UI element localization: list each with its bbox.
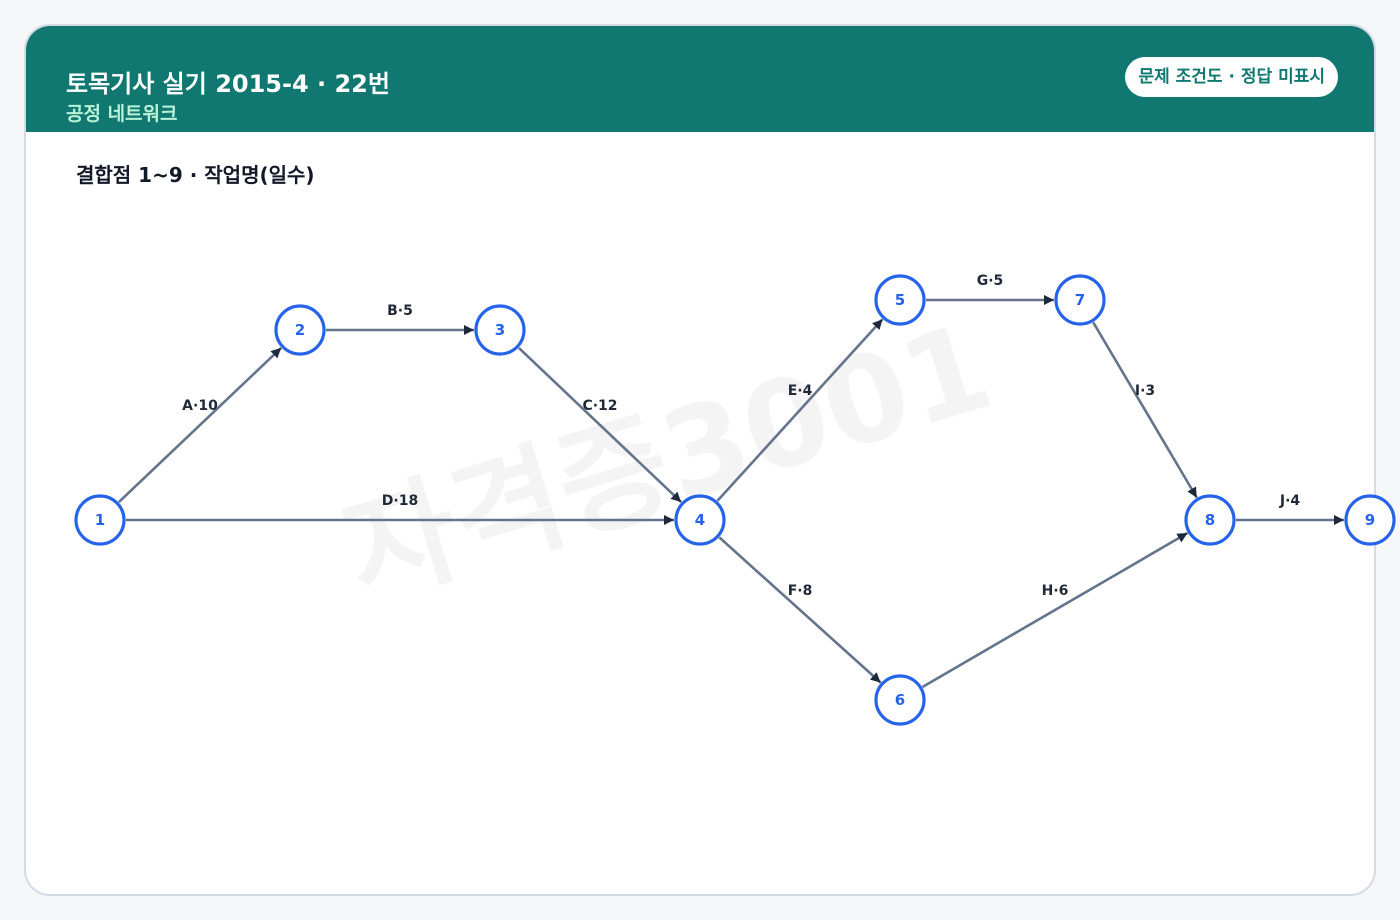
- activity-label-g: G·5: [977, 273, 1004, 289]
- node-circle-8: [1184, 494, 1236, 546]
- page-title: 토목기사 실기 2015-4 · 22번: [66, 70, 390, 98]
- activity-arrow-h: [921, 531, 1189, 689]
- section-label: 결합점 1~9 · 작업명(일수): [76, 163, 315, 187]
- activity-label-a: A·10: [182, 398, 218, 414]
- node-label-4: 4: [695, 511, 705, 529]
- node-label-9: 9: [1365, 511, 1375, 529]
- activity-label-e: E·4: [788, 383, 813, 399]
- activity-arrow-c: [517, 346, 683, 504]
- node-label-6: 6: [895, 691, 905, 709]
- node-label-7: 7: [1075, 291, 1085, 309]
- node-label-5: 5: [895, 291, 905, 309]
- node-circle-6: [874, 674, 926, 726]
- edges-layer: A·10 B·5C·12D·18 E·4F·8 G·5H·6 I·3J·4: [117, 273, 1344, 689]
- activity-label-c: C·12: [582, 398, 617, 414]
- node-label-3: 3: [495, 321, 505, 339]
- activity-label-f: F·8: [788, 583, 813, 599]
- page-subtitle: 공정 네트워크: [66, 103, 178, 125]
- nodes-layer: 1 2 3 4 5 6 7 8 9: [74, 274, 1396, 726]
- activity-arrow-e: [716, 318, 884, 502]
- activity-label-h: H·6: [1042, 583, 1069, 599]
- activity-label-j: J·4: [1279, 493, 1301, 509]
- activity-arrow-i: [1092, 321, 1198, 499]
- node-circle-4: [674, 494, 726, 546]
- network-card: 토목기사 실기 2015-4 · 22번 공정 네트워크 문제 조건도 · 정답…: [24, 24, 1376, 896]
- node-circle-3: [474, 304, 526, 356]
- status-badge: 문제 조건도 · 정답 미표시: [1125, 57, 1338, 97]
- node-label-8: 8: [1205, 511, 1215, 529]
- node-circle-5: [874, 274, 926, 326]
- activity-arrow-f: [718, 536, 882, 684]
- node-circle-7: [1054, 274, 1106, 326]
- activity-arrow-a: [117, 346, 283, 504]
- header-bar: 토목기사 실기 2015-4 · 22번 공정 네트워크 문제 조건도 · 정답…: [26, 26, 1374, 132]
- node-label-1: 1: [95, 511, 105, 529]
- activity-label-b: B·5: [387, 303, 413, 319]
- activity-label-i: I·3: [1135, 383, 1155, 399]
- node-label-2: 2: [295, 321, 305, 339]
- node-circle-2: [274, 304, 326, 356]
- node-circle-1: [74, 494, 126, 546]
- activity-label-d: D·18: [382, 493, 418, 509]
- watermark-text: 자격증3001: [330, 298, 1007, 625]
- node-circle-9: [1344, 494, 1396, 546]
